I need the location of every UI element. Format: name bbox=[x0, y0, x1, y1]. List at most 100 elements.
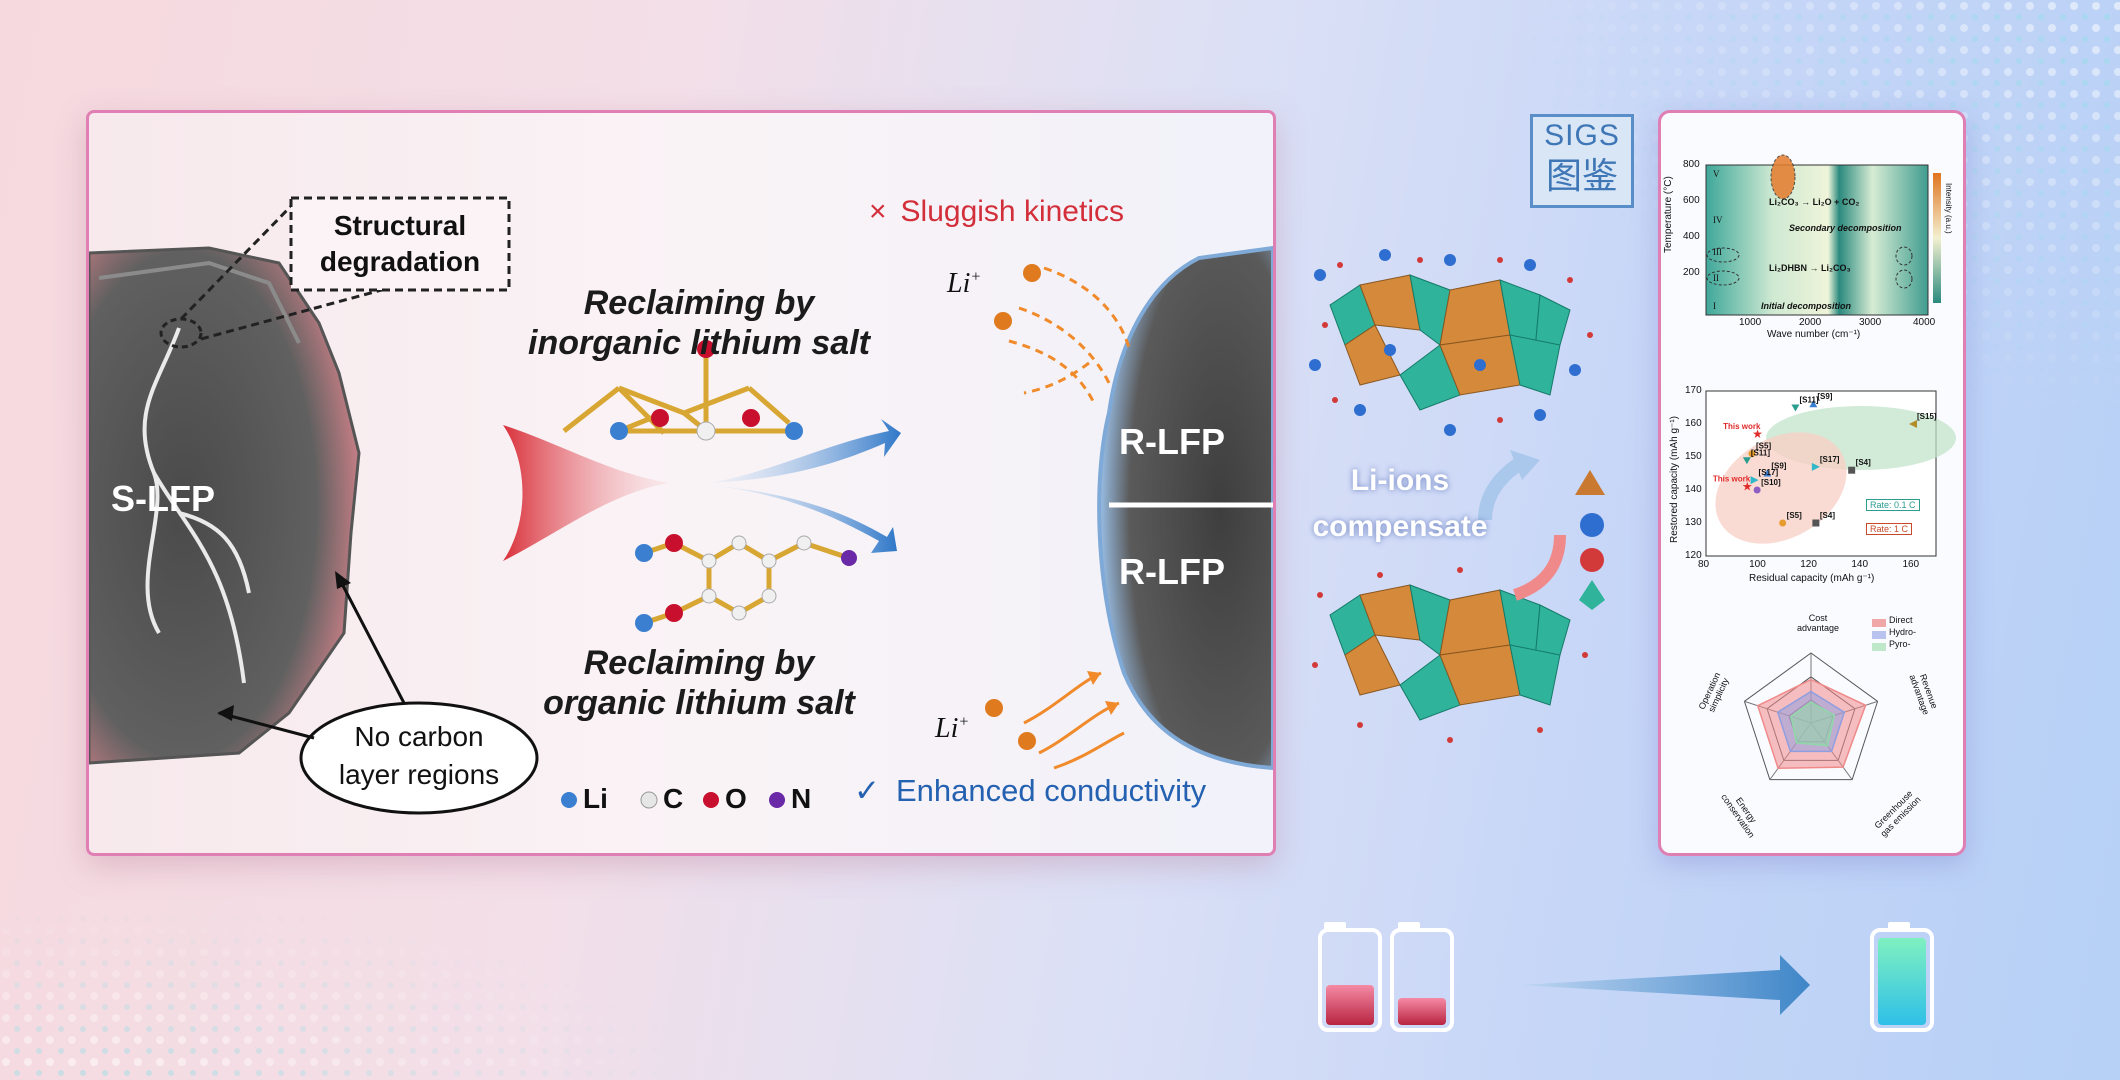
scatter-point bbox=[1791, 404, 1800, 412]
battery-upgrade-illustration bbox=[1318, 922, 1934, 1032]
legend-o: O bbox=[725, 783, 747, 814]
r-lfp-top-label: R-LFP bbox=[1119, 421, 1225, 462]
li-plus-bottom: Li+ bbox=[935, 713, 970, 744]
scatter-ytick: 150 bbox=[1685, 451, 1702, 462]
scatter-xtick: 140 bbox=[1851, 559, 1869, 570]
r-lfp-bottom-label: R-LFP bbox=[1119, 551, 1225, 592]
scatter-point bbox=[1812, 519, 1820, 527]
arrow-icon bbox=[1520, 955, 1810, 1015]
scatter-xtick: 80 bbox=[1698, 559, 1710, 570]
crystal-top bbox=[1329, 274, 1571, 411]
scatter-ytick: 160 bbox=[1685, 418, 1702, 429]
scatter-point-label: [S17] bbox=[1759, 468, 1779, 477]
stage-label: II bbox=[1713, 273, 1719, 283]
radar-legend-hydro: Hydro- bbox=[1889, 627, 1917, 637]
scatter-point-label: This work bbox=[1723, 422, 1761, 431]
li-plus-top: Li+ bbox=[947, 268, 982, 299]
scatter-point bbox=[1753, 486, 1761, 494]
rate-01c-label: Rate: 0.1 C bbox=[1866, 499, 1920, 511]
scatter-point bbox=[1748, 450, 1756, 458]
radar-legend-pyro: Pyro- bbox=[1889, 639, 1911, 649]
stage-label: V bbox=[1713, 169, 1720, 179]
characterization-panel: [S9][S11]★This work[S15][S5][S11][S17][S… bbox=[1658, 110, 1966, 856]
scatter-point-label: [S5] bbox=[1787, 511, 1802, 520]
stage-label: I bbox=[1713, 301, 1716, 311]
scatter-point-label: [S11] bbox=[1799, 396, 1818, 405]
scatter-xtick: 160 bbox=[1902, 559, 1920, 570]
main-scheme-panel: Structural degradation S-LFP No carbon l… bbox=[86, 110, 1276, 856]
legend-n: N bbox=[791, 783, 812, 814]
battery-icon bbox=[1870, 922, 1934, 1032]
legend-c: C bbox=[663, 783, 684, 814]
scatter-point: ★ bbox=[1742, 480, 1753, 494]
scatter-point: ★ bbox=[1752, 427, 1763, 441]
stage-label: III bbox=[1713, 247, 1722, 257]
no-carbon-label: No carbon layer regions bbox=[338, 721, 500, 790]
stage-label: IV bbox=[1713, 215, 1723, 225]
battery-icon bbox=[1390, 922, 1454, 1032]
scatter-point-label: [S10] bbox=[1761, 478, 1781, 487]
radar-series bbox=[1790, 701, 1836, 747]
scatter-ylabel: Restored capacity (mAh g⁻¹) bbox=[1669, 416, 1680, 543]
scatter-point-label: [S11] bbox=[1751, 448, 1770, 457]
crystal-bottom bbox=[1329, 584, 1571, 721]
legend-li: Li bbox=[583, 783, 608, 814]
scatter-point-label: This work bbox=[1713, 475, 1751, 484]
colorbar-label: Intensity (a.u.) bbox=[1944, 183, 1953, 234]
scatter-point bbox=[1779, 519, 1787, 527]
heatmap-ytick: 400 bbox=[1683, 231, 1700, 242]
scatter-point bbox=[1763, 469, 1772, 477]
heatmap-annotation: Secondary decomposition bbox=[1789, 223, 1902, 233]
heatmap-xtick: 3000 bbox=[1859, 317, 1882, 328]
heatmap-ytick: 600 bbox=[1683, 195, 1700, 206]
radar-axis-label: Cost advantage bbox=[1796, 613, 1840, 633]
heatmap-ylabel: Temperature (°C) bbox=[1663, 176, 1674, 253]
scatter-point-label: [S9] bbox=[1817, 392, 1832, 401]
heatmap-xlabel: Wave number (cm⁻¹) bbox=[1767, 329, 1861, 340]
scatter-point bbox=[1809, 400, 1818, 408]
heatmap-annotation: Li₂CO₃ → Li₂O + CO₂ bbox=[1769, 197, 1860, 207]
scatter-point-label: [S9] bbox=[1771, 462, 1786, 471]
li-ions-compensate: Li-ions compensate bbox=[1312, 464, 1488, 543]
heatmap-xtick: 1000 bbox=[1739, 317, 1762, 328]
scatter-ytick: 170 bbox=[1685, 385, 1702, 396]
scatter-point bbox=[1750, 476, 1759, 485]
scatter-point-label: [S15] bbox=[1917, 412, 1937, 421]
reclaim-inorganic-title: Reclaiming by inorganic lithium salt bbox=[528, 284, 870, 362]
enhanced-conductivity: ✓Enhanced conductivity bbox=[854, 773, 1207, 808]
scatter-point-label: [S4] bbox=[1820, 511, 1835, 520]
r-lfp-particle bbox=[1097, 245, 1273, 771]
heatmap-xtick: 2000 bbox=[1799, 317, 1822, 328]
scatter-point bbox=[1909, 420, 1917, 428]
scatter-xtick: 120 bbox=[1800, 559, 1817, 570]
scatter-point-label: [S5] bbox=[1756, 442, 1771, 451]
heatmap-ytick: 200 bbox=[1683, 267, 1700, 278]
radar-grid bbox=[1743, 652, 1879, 781]
heatmap-ytick: 800 bbox=[1683, 159, 1700, 170]
main-scheme-art bbox=[89, 196, 1273, 815]
scatter-point bbox=[1742, 457, 1751, 465]
right-panel-charts: [S9][S11]★This work[S15][S5][S11][S17][S… bbox=[1705, 154, 1956, 781]
reclaim-organic-title: Reclaiming by organic lithium salt bbox=[543, 644, 855, 722]
sluggish-kinetics: ×Sluggish kinetics bbox=[869, 195, 1124, 228]
rate-1c-label: Rate: 1 C bbox=[1866, 523, 1913, 535]
scatter-ytick: 140 bbox=[1685, 484, 1702, 495]
scatter-xlabel: Residual capacity (mAh g⁻¹) bbox=[1749, 573, 1875, 584]
scatter-point bbox=[1848, 466, 1856, 474]
cross-icon: × bbox=[869, 195, 887, 228]
heatmap-annotation: Initial decomposition bbox=[1761, 301, 1852, 311]
scatter-ytick: 120 bbox=[1685, 550, 1702, 561]
sigs-logo: SIGS 图鉴 bbox=[1530, 114, 1634, 208]
structural-degradation-label: Structural degradation bbox=[319, 210, 481, 277]
scatter-point-label: [S17] bbox=[1820, 455, 1840, 464]
scatter-point-label: [S4] bbox=[1856, 458, 1871, 467]
scatter-xtick: 100 bbox=[1749, 559, 1766, 570]
heatmap-xtick: 4000 bbox=[1913, 317, 1936, 328]
scatter-point bbox=[1811, 462, 1820, 471]
radar-chart bbox=[1743, 652, 1879, 781]
crystal-structures bbox=[1309, 249, 1605, 743]
radar-legend-direct: Direct bbox=[1889, 615, 1913, 625]
heatmap-annotation: Li₂DHBN → Li₂CO₃ bbox=[1769, 263, 1851, 273]
battery-icon bbox=[1318, 922, 1382, 1032]
s-lfp-label: S-LFP bbox=[111, 478, 215, 519]
